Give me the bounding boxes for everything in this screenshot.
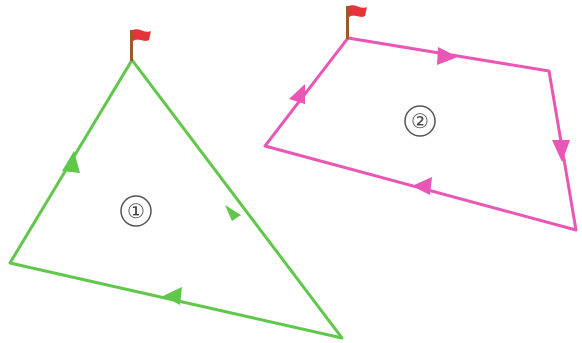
- quad-arrow-bottom-edge: [412, 177, 432, 195]
- triangle-arrow-right-edge: [225, 205, 241, 221]
- shape-1-label: ①: [127, 199, 145, 223]
- triangle-arrow-bottom-edge: [163, 287, 182, 305]
- quad-arrow-left-edge: [289, 84, 305, 104]
- quad-arrow-right-edge: [552, 140, 570, 162]
- flag-icon: [346, 5, 367, 39]
- shape-1-triangle: ①: [8, 59, 344, 340]
- shape-2-quadrilateral: ②: [263, 36, 578, 232]
- quad-arrow-top-edge: [437, 47, 458, 65]
- shape-2-label: ②: [411, 109, 429, 133]
- shape-2-label-circle: [404, 105, 436, 137]
- shape-1-label-circle: [120, 195, 152, 227]
- flag-icon: [130, 29, 151, 61]
- quadrilateral-outline: [263, 36, 578, 232]
- triangle-arrow-left-edge: [62, 151, 80, 173]
